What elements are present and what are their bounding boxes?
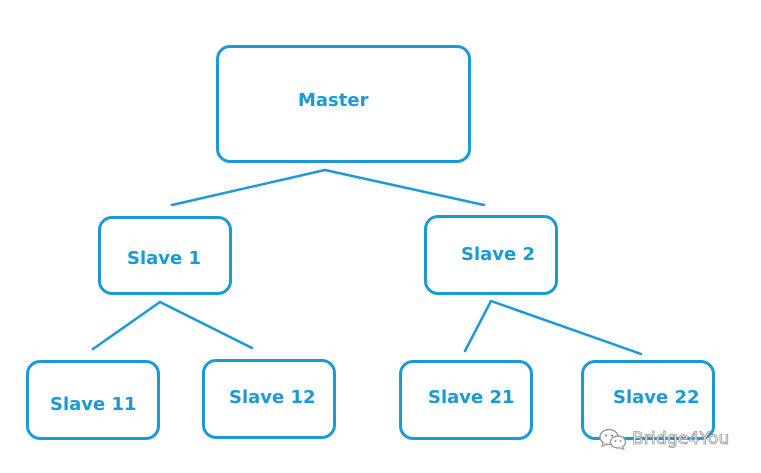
- node-slave-11-label: Slave 11: [50, 394, 137, 415]
- node-master-label: Master: [298, 90, 369, 111]
- node-master: [216, 45, 471, 163]
- node-slave-21: [399, 360, 533, 440]
- edge-master-to-slave-2: [323, 168, 486, 207]
- edge-slave-2-to-slave-21: [463, 299, 493, 353]
- node-slave-1-label: Slave 1: [127, 248, 202, 269]
- node-slave-1: [98, 216, 232, 295]
- node-slave-11: [26, 360, 160, 440]
- edge-slave-1-to-slave-12: [158, 300, 254, 350]
- watermark-text: Bridge4You: [632, 428, 730, 449]
- node-slave-12: [202, 359, 336, 439]
- wechat-icon: [599, 428, 627, 451]
- node-slave-21-label: Slave 21: [428, 387, 515, 408]
- edge-master-to-slave-1: [170, 168, 327, 207]
- node-slave-22-label: Slave 22: [613, 387, 700, 408]
- edge-slave-2-to-slave-22: [489, 299, 643, 356]
- node-slave-2-label: Slave 2: [461, 244, 536, 265]
- node-slave-12-label: Slave 12: [229, 387, 316, 408]
- watermark: Bridge4You: [598, 427, 730, 451]
- edge-slave-1-to-slave-11: [91, 300, 162, 351]
- node-slave-2: [424, 215, 558, 295]
- node-slave-22: [581, 360, 715, 440]
